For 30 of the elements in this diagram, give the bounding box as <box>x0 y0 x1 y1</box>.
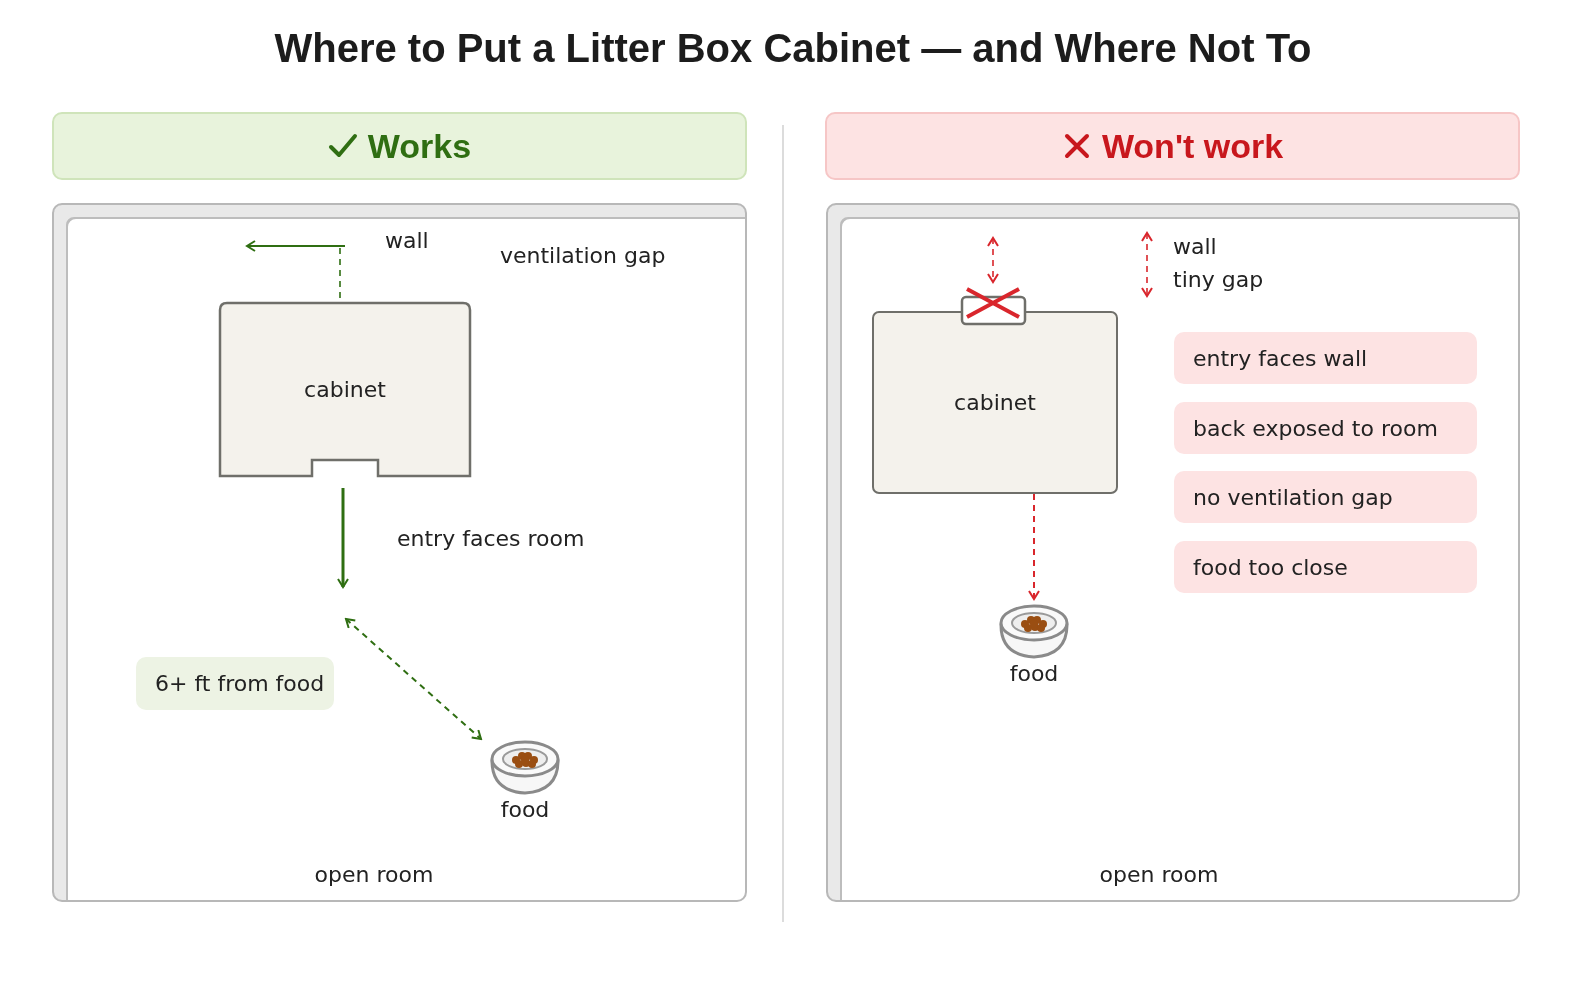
annotation-label: wall <box>1173 234 1217 261</box>
food-label: food <box>500 797 550 824</box>
annotation-label: wall <box>385 228 429 255</box>
cabinet-outline <box>872 311 1118 494</box>
annotation-label: ventilation gap <box>500 243 666 270</box>
note-text: back exposed to room <box>1193 415 1438 441</box>
room-frame <box>52 203 747 902</box>
room-frame <box>826 203 1520 902</box>
note-text: 6+ ft from food <box>155 671 325 696</box>
annotation-label: tiny gap <box>1173 267 1264 294</box>
header-band <box>52 112 747 180</box>
food-label: food <box>1009 661 1059 688</box>
title: Where to Put a Litter Box Cabinet — and Where Not To <box>273 26 1313 71</box>
header-title: Works <box>367 126 472 166</box>
room-label: open room <box>314 862 434 887</box>
annotation-label: entry faces room <box>397 526 585 553</box>
note-text: entry faces wall <box>1193 345 1368 371</box>
header-band <box>825 112 1520 180</box>
note-tag <box>1174 402 1477 454</box>
note-tag <box>1174 541 1477 593</box>
cabinet-label: cabinet <box>304 377 386 402</box>
arrow <box>1028 493 1040 600</box>
note-tag <box>1174 471 1477 523</box>
cabinet-label: cabinet <box>954 390 1036 415</box>
note-tag <box>136 657 334 710</box>
note-text: no ventilation gap <box>1193 484 1393 510</box>
room-label: open room <box>1099 862 1219 887</box>
note-tag <box>1174 332 1477 384</box>
header-title: Won't work <box>1101 126 1284 166</box>
note-text: food too close <box>1193 554 1348 580</box>
